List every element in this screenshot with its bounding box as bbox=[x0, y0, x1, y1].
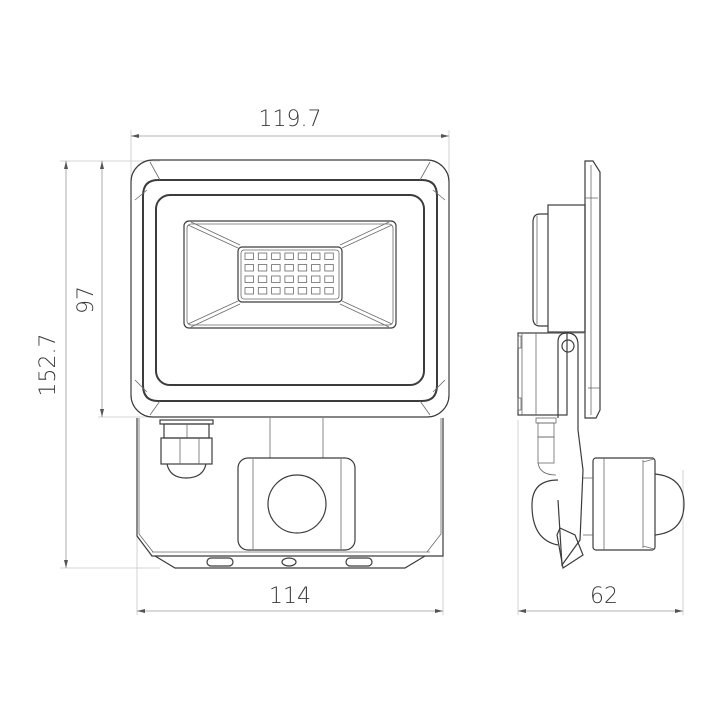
led-chip bbox=[324, 264, 334, 272]
dim-label-overall-height: 152.7 bbox=[36, 334, 61, 397]
led-chip bbox=[244, 287, 254, 295]
led-chip bbox=[297, 275, 308, 283]
led-chip bbox=[311, 287, 321, 295]
dim-label-housing-height: 97 bbox=[74, 286, 99, 314]
pir-lens bbox=[267, 474, 327, 534]
base-plate bbox=[154, 555, 426, 569]
led-chip bbox=[271, 275, 281, 283]
housing-outer bbox=[130, 159, 450, 418]
led-chip bbox=[271, 252, 281, 260]
led-chip bbox=[284, 252, 294, 260]
led-chip bbox=[311, 264, 321, 272]
led-chip bbox=[244, 252, 254, 260]
side-pir-lens bbox=[654, 473, 685, 536]
cable-gland bbox=[159, 419, 214, 479]
side-housing bbox=[584, 160, 601, 419]
led-chip bbox=[244, 275, 254, 283]
side-back-fins bbox=[532, 213, 548, 327]
led-chip bbox=[324, 275, 334, 283]
led-chip bbox=[271, 287, 281, 295]
side-driver-box bbox=[517, 332, 568, 416]
side-bracket-arm bbox=[557, 332, 584, 567]
side-view bbox=[517, 160, 685, 569]
dimension-housing-height: 97 bbox=[74, 161, 160, 418]
led-chip bbox=[271, 264, 281, 272]
led-chip bbox=[244, 264, 254, 272]
led-chip bbox=[284, 275, 294, 283]
side-heatsink bbox=[547, 204, 586, 333]
dim-label-overall-width: 119.7 bbox=[259, 107, 322, 132]
dimension-base-width: 114 bbox=[136, 420, 444, 615]
dimension-depth: 62 bbox=[517, 420, 684, 615]
led-chip bbox=[257, 252, 268, 260]
bracket-pivot bbox=[561, 339, 575, 353]
lower-body bbox=[136, 418, 444, 557]
dimension-overall-width: 119.7 bbox=[130, 107, 450, 190]
housing-bevel bbox=[142, 179, 438, 402]
mount-slot-right bbox=[345, 557, 373, 567]
led-chip bbox=[311, 275, 321, 283]
mount-slot-left bbox=[206, 557, 234, 567]
reflector bbox=[183, 220, 397, 329]
dim-label-base-width: 114 bbox=[269, 584, 311, 609]
lens-frame bbox=[155, 194, 425, 386]
led-chip bbox=[257, 264, 268, 272]
led-chip bbox=[324, 252, 334, 260]
led-chip bbox=[257, 275, 268, 283]
led-chip bbox=[257, 287, 268, 295]
dim-label-depth: 62 bbox=[590, 584, 618, 609]
pir-sensor-front bbox=[237, 457, 356, 551]
led-chip bbox=[297, 264, 308, 272]
led-chip bbox=[297, 287, 308, 295]
led-chip bbox=[284, 287, 294, 295]
dimension-overall-height: 152.7 bbox=[36, 160, 160, 569]
front-view bbox=[130, 159, 450, 569]
side-sensor-head bbox=[583, 457, 685, 551]
mount-hole-center bbox=[281, 557, 297, 567]
led-board bbox=[237, 246, 343, 303]
led-chip bbox=[284, 264, 294, 272]
led-chip bbox=[297, 252, 308, 260]
led-chip bbox=[324, 287, 334, 295]
side-sensor-dome-back bbox=[531, 479, 559, 546]
led-grid bbox=[244, 252, 334, 295]
led-chip bbox=[311, 252, 321, 260]
